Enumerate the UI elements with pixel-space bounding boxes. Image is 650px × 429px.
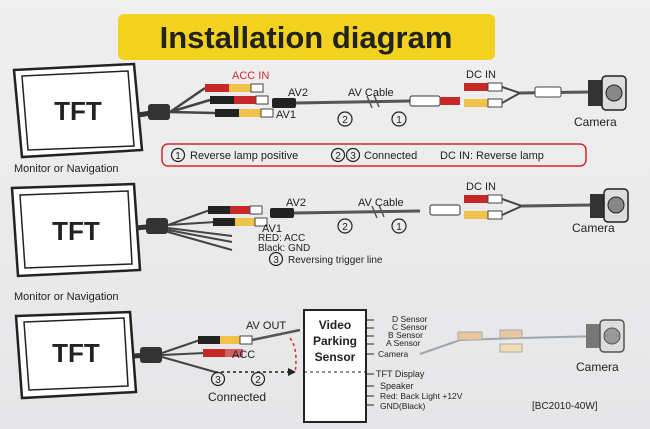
camera-1 xyxy=(588,75,627,111)
tft-label-3: TFT xyxy=(52,338,100,368)
acc-in-label-1: ACC IN xyxy=(232,70,269,82)
port-c: C Sensor xyxy=(392,322,428,332)
reversing-trigger-label: Reversing trigger line xyxy=(288,255,383,266)
section-3: TFT ACC AV OUT 3 2 Connected Video Parki… xyxy=(14,309,625,423)
dc-in-label-1: DC IN xyxy=(466,69,496,81)
monitor-caption-1: Monitor or Navigation xyxy=(14,163,119,175)
svg-text:Parking: Parking xyxy=(313,334,357,348)
av1-label-1: AV1 xyxy=(276,109,296,121)
monitor-caption-2: Monitor or Navigation xyxy=(14,291,119,303)
svg-text:1: 1 xyxy=(175,151,181,162)
tft-label-1: TFT xyxy=(54,96,102,126)
num-3-s3: 3 xyxy=(215,375,221,386)
page-title: Installation diagram xyxy=(160,20,453,55)
legend-item-1: Reverse lamp positive xyxy=(190,150,298,162)
camera-label-3: Camera xyxy=(576,360,619,374)
port-d: D Sensor xyxy=(392,314,428,324)
connected-label: Connected xyxy=(208,390,266,404)
speaker-label: Speaker xyxy=(380,381,414,391)
svg-text:3: 3 xyxy=(350,151,356,162)
num-1-s2: 1 xyxy=(396,222,402,233)
dc-in-label-2: DC IN xyxy=(466,181,496,193)
num-2-s3: 2 xyxy=(255,375,261,386)
tft-label-2: TFT xyxy=(52,216,100,246)
port-a: A Sensor xyxy=(386,338,421,348)
svg-text:Sensor: Sensor xyxy=(315,350,356,364)
av-cable-label-2: AV Cable xyxy=(358,197,404,209)
svg-text:2: 2 xyxy=(335,151,341,162)
svg-text:Video: Video xyxy=(319,318,351,332)
camera-label-2: Camera xyxy=(572,221,615,235)
port-camera: Camera xyxy=(378,349,409,359)
tft-display-label: TFT Display xyxy=(376,369,425,379)
video-parking-sensor: Video Parking Sensor xyxy=(303,309,367,423)
model-number: [BC2010-40W] xyxy=(532,401,598,412)
port-b: B Sensor xyxy=(388,330,423,340)
camera-2 xyxy=(590,188,629,223)
av1-label-2: AV1 xyxy=(262,223,282,235)
av-cable-1 xyxy=(295,99,411,105)
harness-plug-2 xyxy=(146,218,168,234)
gnd-label: GND(Black) xyxy=(380,401,426,411)
acc-label-3: ACC xyxy=(232,349,255,361)
title-banner xyxy=(118,14,495,60)
av2-label-2: AV2 xyxy=(286,197,306,209)
num-2-s1: 2 xyxy=(342,115,348,126)
back-light-label: Red: Back Light +12V xyxy=(380,391,463,401)
num-3-s2: 3 xyxy=(273,255,279,266)
camera-3 xyxy=(586,319,625,353)
black-gnd-label: Black: GND xyxy=(258,243,310,254)
legend-dc-in: DC IN: Reverse lamp xyxy=(440,150,544,162)
av2-label-1: AV2 xyxy=(288,87,308,99)
av-cable-2 xyxy=(293,209,421,215)
monitor-3 xyxy=(14,310,138,400)
monitor-1 xyxy=(12,62,144,159)
harness-plug-1 xyxy=(148,104,170,120)
red-acc-label: RED: ACC xyxy=(258,233,305,244)
av-out-label: AV OUT xyxy=(246,320,286,332)
section-2: TFT Monitor or Navigation AV1 RED: ACC B… xyxy=(10,181,629,303)
av-cable-label-1: AV Cable xyxy=(348,87,394,99)
monitor-2 xyxy=(10,182,142,278)
legend-box: 1 Reverse lamp positive 2 3 Connected DC… xyxy=(161,143,587,167)
num-2-s2: 2 xyxy=(342,222,348,233)
camera-label-1: Camera xyxy=(574,115,617,129)
section-1: TFT Monitor or Navigation ACC IN AV1 AV2… xyxy=(12,62,627,175)
legend-item-23: Connected xyxy=(364,150,417,162)
sensor-ports: D Sensor C Sensor B Sensor A Sensor Came… xyxy=(366,314,463,411)
num-1-s1: 1 xyxy=(396,115,402,126)
harness-plug-3 xyxy=(140,347,162,363)
